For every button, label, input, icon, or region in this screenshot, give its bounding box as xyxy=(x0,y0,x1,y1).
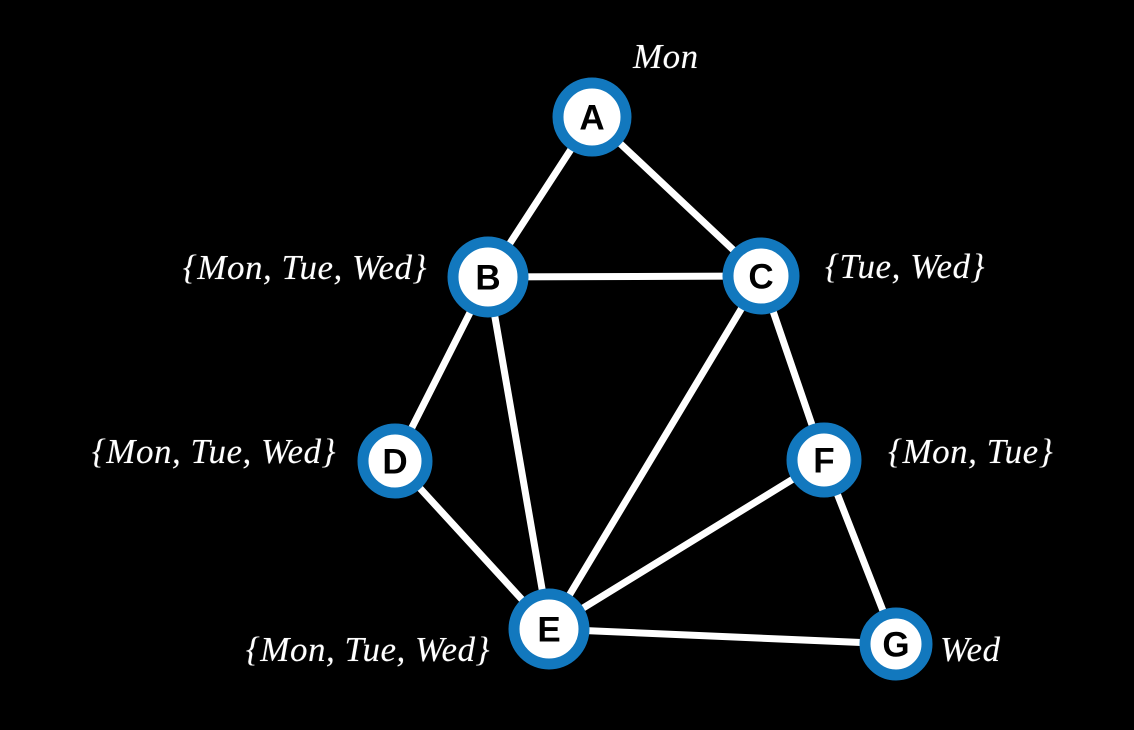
edge-e-g xyxy=(545,625,900,648)
domain-label-b: {Mon, Tue, Wed} xyxy=(182,248,427,287)
domain-label-a: Mon xyxy=(633,37,699,76)
domain-label-c: {Tue, Wed} xyxy=(825,247,986,286)
node-circle-e xyxy=(508,588,590,670)
node-d[interactable]: D xyxy=(357,423,433,499)
node-a[interactable]: A xyxy=(552,77,632,157)
domain-label-f: {Mon, Tue} xyxy=(888,432,1054,471)
node-letter-e: E xyxy=(537,611,560,650)
node-b[interactable]: B xyxy=(447,236,529,318)
node-circle-g xyxy=(859,607,933,681)
node-circle-f xyxy=(786,422,862,498)
node-c[interactable]: C xyxy=(722,237,800,315)
node-letter-c: C xyxy=(748,258,773,297)
domain-label-e: {Mon, Tue, Wed} xyxy=(245,630,490,669)
node-f[interactable]: F xyxy=(786,422,862,498)
domain-label-d: {Mon, Tue, Wed} xyxy=(91,432,336,471)
node-circle-a xyxy=(552,77,632,157)
node-e[interactable]: E xyxy=(508,588,590,670)
node-circle-d xyxy=(357,423,433,499)
nodes-group: A B C D E F G xyxy=(357,77,933,681)
edge-c-e xyxy=(545,272,765,633)
node-letter-a: A xyxy=(579,99,604,138)
node-letter-b: B xyxy=(475,259,500,298)
edges-group xyxy=(391,113,900,648)
node-g[interactable]: G xyxy=(859,607,933,681)
node-letter-d: D xyxy=(382,443,407,482)
edge-b-e xyxy=(484,273,553,633)
edge-b-c xyxy=(484,272,765,281)
node-circle-c xyxy=(722,237,800,315)
node-letter-f: F xyxy=(813,442,834,481)
node-circle-b xyxy=(447,236,529,318)
domain-label-g: Wed xyxy=(940,630,1001,669)
edge-e-f xyxy=(545,456,828,633)
node-letter-g: G xyxy=(882,626,909,665)
